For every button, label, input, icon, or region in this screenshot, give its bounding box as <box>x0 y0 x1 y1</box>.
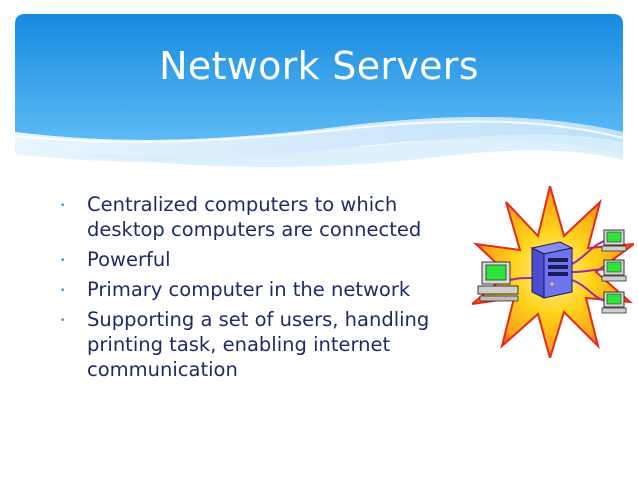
network-illustration <box>468 182 638 362</box>
bullet-text: Powerful <box>87 248 171 271</box>
bullet-item: • Centralized computers to which desktop… <box>58 192 458 242</box>
bullet-icon: • <box>60 256 66 266</box>
desktop-computer-icon <box>601 291 627 314</box>
title-banner <box>15 14 623 184</box>
desktop-computer-icon <box>601 259 627 282</box>
bullet-text: Centralized computers to which desktop c… <box>87 193 422 241</box>
desktop-computer-icon <box>601 229 627 252</box>
bullet-list: • Centralized computers to which desktop… <box>58 192 458 387</box>
server-tower-icon <box>530 241 574 299</box>
bullet-text: Primary computer in the network <box>87 278 411 301</box>
bullet-icon: • <box>60 201 66 211</box>
bullet-text: Supporting a set of users, handling prin… <box>87 308 430 381</box>
bullet-item: • Supporting a set of users, handling pr… <box>58 307 458 382</box>
bullet-item: • Primary computer in the network <box>58 277 458 302</box>
workstation-icon <box>477 261 519 302</box>
banner-shape <box>15 14 623 167</box>
bullet-icon: • <box>60 316 66 326</box>
network-server-clipart <box>468 182 638 362</box>
bullet-item: • Powerful <box>58 247 458 272</box>
slide-title: Network Servers <box>159 44 479 88</box>
bullet-icon: • <box>60 286 66 296</box>
